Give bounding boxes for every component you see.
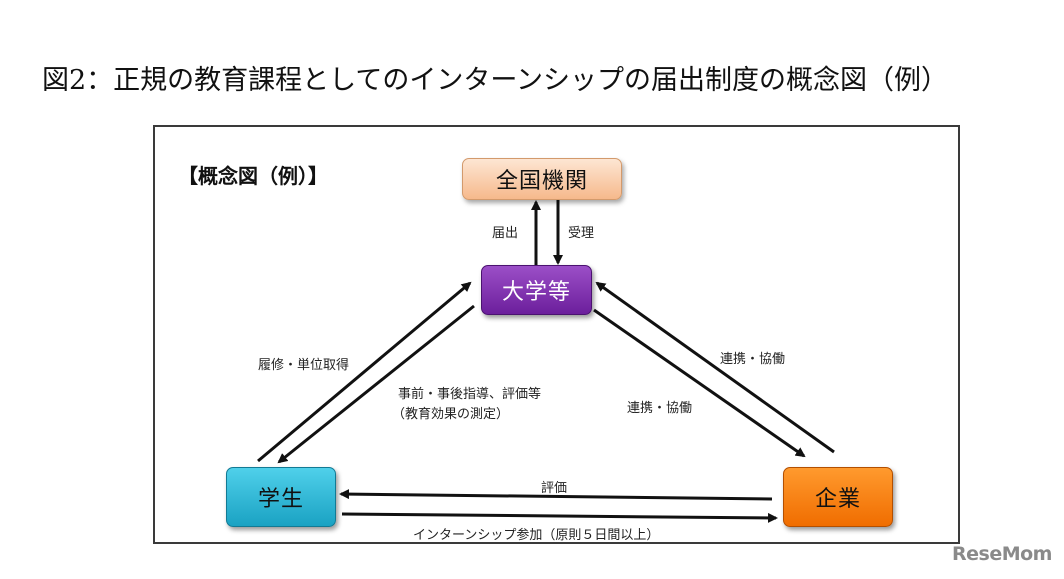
label-notify: 届出 — [492, 226, 519, 241]
arrow-participation — [341, 512, 778, 523]
arrow-coop-to-company — [593, 308, 806, 458]
arrow-guidance — [277, 304, 475, 464]
node-university: 大学等 — [481, 265, 592, 315]
label-guidance-line1: 事前・事後指導、評価等 — [398, 387, 542, 402]
label-evaluation: 評価 — [541, 481, 568, 496]
label-guidance-line2: （教育効果の測定） — [392, 407, 510, 422]
diagram-heading: 【概念図（例）】 — [178, 164, 328, 188]
label-coop-upper: 連携・協働 — [720, 352, 786, 367]
node-company: 企業 — [783, 467, 893, 527]
page-title: 図2：正規の教育課程としてのインターンシップの届出制度の概念図（例） — [42, 65, 949, 96]
arrow-credit — [257, 281, 472, 463]
label-coop-lower: 連携・協働 — [627, 401, 693, 416]
node-student: 学生 — [226, 467, 336, 527]
label-credit: 履修・単位取得 — [258, 358, 350, 373]
arrow-evaluation — [339, 489, 773, 501]
node-national-org: 全国機関 — [462, 158, 622, 200]
label-accept: 受理 — [568, 226, 595, 241]
diagram-frame — [153, 125, 960, 544]
label-participation: インターンシップ参加（原則５日間以上） — [413, 528, 660, 543]
resemom-logo: ReseMom — [952, 543, 1052, 565]
arrow-coop-to-university — [595, 281, 835, 454]
